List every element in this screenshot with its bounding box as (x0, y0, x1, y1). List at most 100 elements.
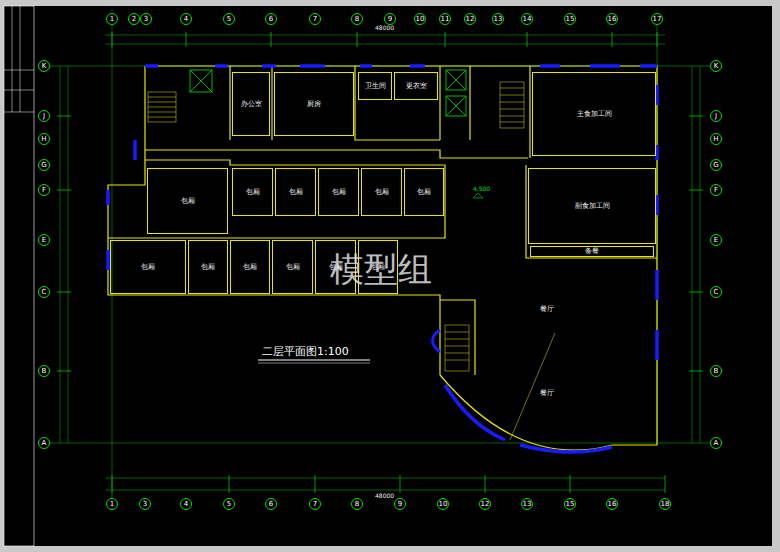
room-name: 厨房 (307, 101, 321, 108)
counter-band: 备餐 (530, 246, 654, 257)
room-box: 包厢 (275, 168, 316, 216)
axis-label: F (714, 187, 718, 194)
axis-bubble: 13 (492, 13, 504, 25)
axis-label: 15 (566, 501, 575, 508)
axis-bubble: 6 (265, 498, 277, 510)
axis-bubble: 2 (128, 13, 140, 25)
room-name: 包厢 (246, 189, 260, 196)
axis-bubble: F (38, 184, 50, 196)
room-box: 包厢 (232, 168, 273, 216)
axis-label: 17 (653, 16, 662, 23)
room-box: 包厢 (110, 240, 186, 294)
room-box: 包厢 (230, 240, 270, 294)
axis-bubble: 4 (180, 13, 192, 25)
axis-bubble: 13 (521, 498, 533, 510)
room-name: 更衣室 (406, 83, 427, 90)
elevation-mark: 4.500 (473, 186, 490, 192)
axis-bubble: C (710, 286, 722, 298)
axis-bubble: E (38, 234, 50, 246)
room-box: 厨房 (274, 72, 354, 136)
axis-label: 10 (439, 501, 448, 508)
axis-bubble: 15 (564, 13, 576, 25)
axis-label: 5 (227, 501, 231, 508)
axis-label: 9 (398, 501, 402, 508)
axis-label: C (714, 289, 719, 296)
axis-label: 13 (494, 16, 503, 23)
axis-bubble: 11 (439, 13, 451, 25)
axis-label: 4 (184, 501, 188, 508)
room-name: 备餐 (585, 248, 599, 255)
axis-bubble: 4 (180, 498, 192, 510)
axis-bubble: 9 (384, 13, 396, 25)
axis-label: 10 (416, 16, 425, 23)
axis-label: 9 (388, 16, 392, 23)
axis-bubble: B (710, 365, 722, 377)
room-box: 包厢 (361, 168, 402, 216)
axis-label: 11 (441, 16, 450, 23)
axis-bubble: A (38, 437, 50, 449)
room-name: 餐厅 (540, 390, 554, 397)
axis-bubble: J (710, 110, 722, 122)
axis-bubble: A (710, 437, 722, 449)
room-box: 卫生间 (358, 72, 392, 100)
axis-bubble: 12 (464, 13, 476, 25)
room-box: 包厢 (318, 168, 359, 216)
axis-bubble: 1 (106, 13, 118, 25)
axis-label: J (43, 113, 45, 120)
room-name: 包厢 (243, 264, 257, 271)
room-name: 包厢 (181, 198, 195, 205)
axis-label: B (714, 368, 719, 375)
axis-label: A (42, 440, 47, 447)
room-name: 包厢 (289, 189, 303, 196)
drawing-title: 二层平面图1:100 (262, 346, 349, 357)
room-box: 包厢 (188, 240, 228, 294)
room-name: 包厢 (201, 264, 215, 271)
axis-label: K (714, 63, 719, 70)
room-name: 餐厅 (540, 306, 554, 313)
axis-label: C (42, 289, 47, 296)
axis-label: A (714, 440, 719, 447)
axis-bubble: 16 (606, 498, 618, 510)
axis-bubble: 5 (223, 13, 235, 25)
axis-bubble: 10 (414, 13, 426, 25)
dimension: 48000 (375, 25, 394, 31)
axis-label: 6 (269, 501, 273, 508)
axis-bubble: 16 (606, 13, 618, 25)
axis-bubble: 1 (106, 498, 118, 510)
axis-bubble: 8 (351, 498, 363, 510)
axis-label: 16 (608, 16, 617, 23)
axis-label: 15 (566, 16, 575, 23)
axis-label: 7 (313, 16, 317, 23)
axis-label: E (714, 237, 718, 244)
axis-label: K (42, 63, 47, 70)
room-name: 包厢 (286, 264, 300, 271)
axis-label: 5 (227, 16, 231, 23)
axis-bubble: 7 (309, 13, 321, 25)
axis-bubble: 15 (564, 498, 576, 510)
axis-label: 18 (661, 501, 670, 508)
axis-bubble: 12 (479, 498, 491, 510)
axis-bubble: 9 (394, 498, 406, 510)
axis-bubble: H (38, 133, 50, 145)
axis-label: F (42, 187, 46, 194)
room-box: 包厢 (272, 240, 313, 294)
axis-bubble: K (710, 60, 722, 72)
room-box: 包厢 (147, 168, 228, 234)
axis-label: 1 (110, 16, 114, 23)
axis-bubble: G (710, 159, 722, 171)
axis-label: H (713, 136, 718, 143)
room-name: 包厢 (375, 189, 389, 196)
axis-label: 2 (132, 16, 136, 23)
axis-bubble: H (710, 133, 722, 145)
axis-bubble: G (38, 159, 50, 171)
axis-label: 4 (184, 16, 188, 23)
room-name: 卫生间 (365, 83, 386, 90)
room-name: 办公室 (241, 101, 262, 108)
room-name: 包厢 (332, 189, 346, 196)
room-box: 副食加工间 (528, 168, 656, 244)
axis-label: 3 (144, 16, 148, 23)
axis-bubble: F (710, 184, 722, 196)
room-box: 更衣室 (394, 72, 438, 100)
watermark: 模型组 (330, 252, 432, 286)
axis-bubble: J (38, 110, 50, 122)
